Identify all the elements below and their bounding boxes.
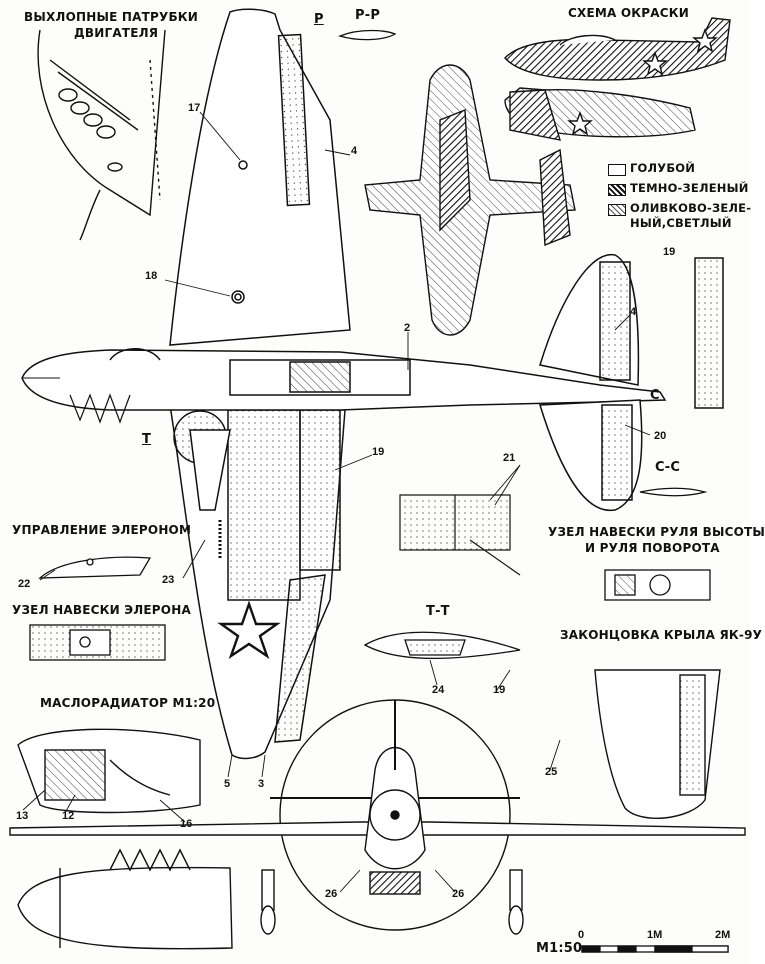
callout-12: 12 xyxy=(62,810,75,822)
callout-3: 3 xyxy=(258,778,265,790)
callout-16: 16 xyxy=(180,818,193,830)
plan-view-fuselage xyxy=(21,348,667,560)
scale-label: М1:50 xyxy=(536,941,583,956)
legend-swatch-olive-green xyxy=(608,204,626,216)
callout-4-tail: 4 xyxy=(630,306,637,318)
callout-13: 13 xyxy=(16,810,29,822)
aileron-control-title: УПРАВЛЕНИЕ ЭЛЕРОНОМ xyxy=(12,523,192,537)
paint-scheme-side-top xyxy=(504,17,731,81)
legend-label-blue: ГОЛУБОЙ xyxy=(630,161,696,175)
callout-2: 2 xyxy=(404,322,411,334)
callout-19-tail: 19 xyxy=(663,246,676,258)
tail-hinge-title-line2: И РУЛЯ ПОВОРОТА xyxy=(585,541,720,555)
wingtip-detail xyxy=(594,669,721,819)
legend-swatch-dark-green xyxy=(608,184,626,196)
aileron-hinge-detail xyxy=(29,624,166,661)
callout-20: 20 xyxy=(654,430,667,442)
leader-lines xyxy=(22,111,651,893)
legend-label-olive-green-cont: НЫЙ,СВЕТЛЫЙ xyxy=(630,216,732,230)
legend-label-olive-green: ОЛИВКОВО-ЗЕЛЕ- xyxy=(630,201,752,215)
exhaust-title-line1: ВЫХЛОПНЫЕ ПАТРУБКИ xyxy=(24,10,199,24)
callout-26-left: 26 xyxy=(325,888,338,900)
tail-hinge-title-line1: УЗЕЛ НАВЕСКИ РУЛЯ ВЫСОТЫ xyxy=(548,525,765,539)
tail-hinge-detail xyxy=(604,569,711,601)
scale-tick-1m: 1М xyxy=(647,929,663,941)
section-tt-label: Т-Т xyxy=(426,604,450,619)
front-view xyxy=(9,699,746,935)
section-p-label: Р xyxy=(314,12,324,27)
section-pp-label: Р-Р xyxy=(355,8,381,23)
legend-label-dark-green: ТЕМНО-ЗЕЛЕНЫЙ xyxy=(630,181,749,195)
wingtip-title: ЗАКОНЦОВКА КРЫЛА ЯК-9У xyxy=(560,628,763,642)
paint-scheme-title: СХЕМА ОКРАСКИ xyxy=(568,6,690,20)
section-c-label: С xyxy=(650,388,660,403)
exhaust-stubs-detail xyxy=(37,29,166,241)
callout-21: 21 xyxy=(503,452,516,464)
callout-5: 5 xyxy=(224,778,231,790)
callout-4-wing: 4 xyxy=(351,145,358,157)
nose-detail xyxy=(17,848,233,950)
callout-25: 25 xyxy=(545,766,558,778)
plan-view-tail xyxy=(538,254,724,512)
exhaust-title-line2: ДВИГАТЕЛЯ xyxy=(74,26,159,40)
callout-18: 18 xyxy=(145,270,158,282)
oil-cooler-detail xyxy=(17,728,201,814)
aileron-hinge-title: УЗЕЛ НАВЕСКИ ЭЛЕРОНА xyxy=(12,603,191,617)
callout-23: 23 xyxy=(162,574,175,586)
scale-bar-graphic xyxy=(581,945,729,953)
scale-tick-2m: 2М xyxy=(715,929,731,941)
aileron-control-detail xyxy=(38,556,152,579)
callout-19-section: 19 xyxy=(493,684,506,696)
callout-24: 24 xyxy=(432,684,445,696)
oil-cooler-title: МАСЛОРАДИАТОР М1:20 xyxy=(40,696,216,710)
wing-fitting-detail xyxy=(399,494,521,576)
section-profiles xyxy=(338,29,708,659)
callout-22: 22 xyxy=(18,578,31,590)
paint-scheme-side-bottom xyxy=(504,87,696,141)
legend-swatch-blue xyxy=(608,164,626,176)
callout-19-wing: 19 xyxy=(372,446,385,458)
callout-17: 17 xyxy=(188,102,201,114)
section-cc-label: С-С xyxy=(655,460,681,475)
callout-26-right: 26 xyxy=(452,888,465,900)
scale-tick-0: 0 xyxy=(578,929,585,941)
section-t-label: Т xyxy=(142,432,152,447)
paint-scheme-plan xyxy=(364,64,576,336)
